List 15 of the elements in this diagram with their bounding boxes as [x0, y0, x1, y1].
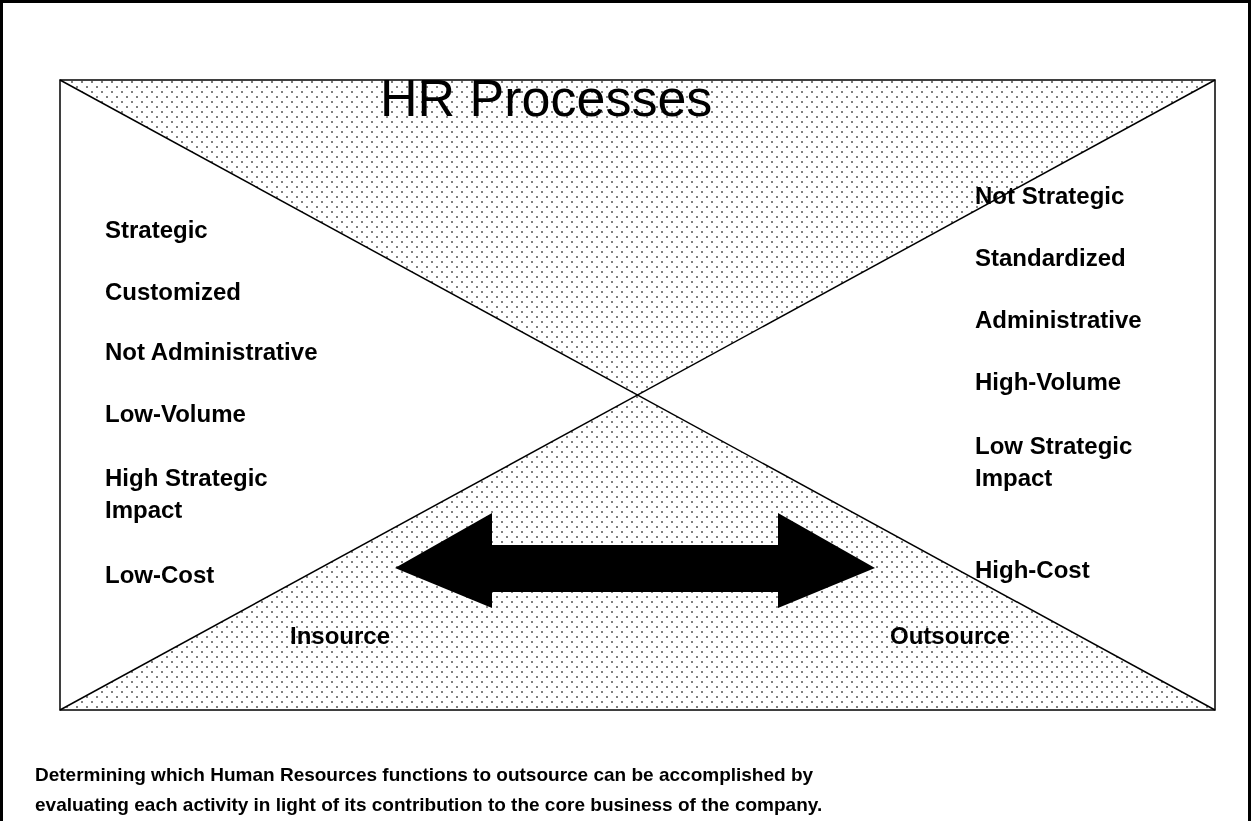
- side-label: Insource: [290, 621, 391, 651]
- caption: Determining which Human Resources functions to outsource can be accomplished by evaluating each activity in light of its contribution to the core business of the company.: [35, 763, 824, 817]
- property-label: High-Cost: [975, 555, 1091, 585]
- property-label: High-Volume: [975, 367, 1123, 397]
- property-label: Not Administrative: [105, 337, 319, 367]
- property-label: Low Strategic Impact: [975, 431, 1134, 493]
- side-label: Outsource: [890, 621, 1011, 651]
- property-label: High Strategic Impact: [105, 463, 269, 525]
- property-label: Standardized: [975, 243, 1127, 273]
- title: HR Processes: [380, 68, 713, 128]
- property-label: Administrative: [975, 305, 1143, 335]
- property-label: Customized: [105, 277, 242, 307]
- property-label: Low-Volume: [105, 399, 247, 429]
- property-label: Low-Cost: [105, 560, 216, 590]
- property-label: Strategic: [105, 215, 209, 245]
